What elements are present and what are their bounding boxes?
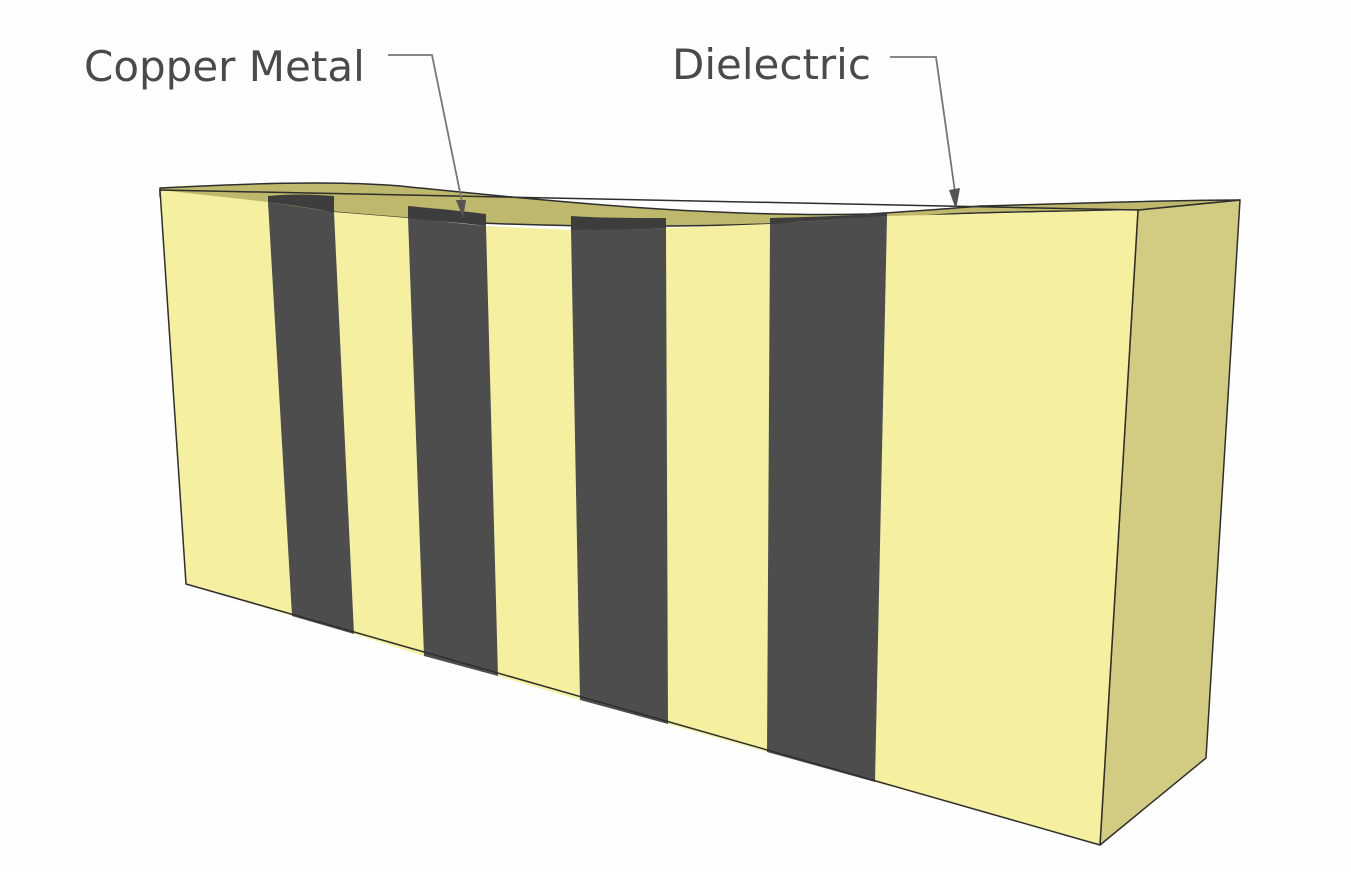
dielectric-segment bbox=[666, 224, 770, 752]
dielectric-segment bbox=[875, 210, 1138, 845]
dielectric-label: Dielectric bbox=[672, 40, 871, 89]
dielectric-segment bbox=[160, 190, 292, 616]
dielectric-leader-line bbox=[890, 56, 956, 193]
copper-line-top bbox=[571, 216, 666, 230]
copper-leader-arrowhead bbox=[456, 200, 466, 218]
copper-line-top bbox=[408, 206, 486, 226]
dielectric-segment bbox=[334, 212, 424, 656]
copper-line-top bbox=[268, 194, 334, 212]
block-front-outline bbox=[159, 189, 1139, 846]
copper-leader-line bbox=[388, 54, 463, 203]
copper-metal-label: Copper Metal bbox=[84, 42, 365, 91]
copper-line bbox=[571, 228, 668, 724]
copper-line bbox=[268, 202, 354, 634]
dielectric-segment bbox=[486, 226, 580, 700]
copper-line bbox=[408, 218, 498, 676]
copper-line bbox=[767, 216, 887, 782]
copper-line-top bbox=[770, 213, 887, 224]
dielectric-leader-arrowhead bbox=[949, 188, 960, 210]
